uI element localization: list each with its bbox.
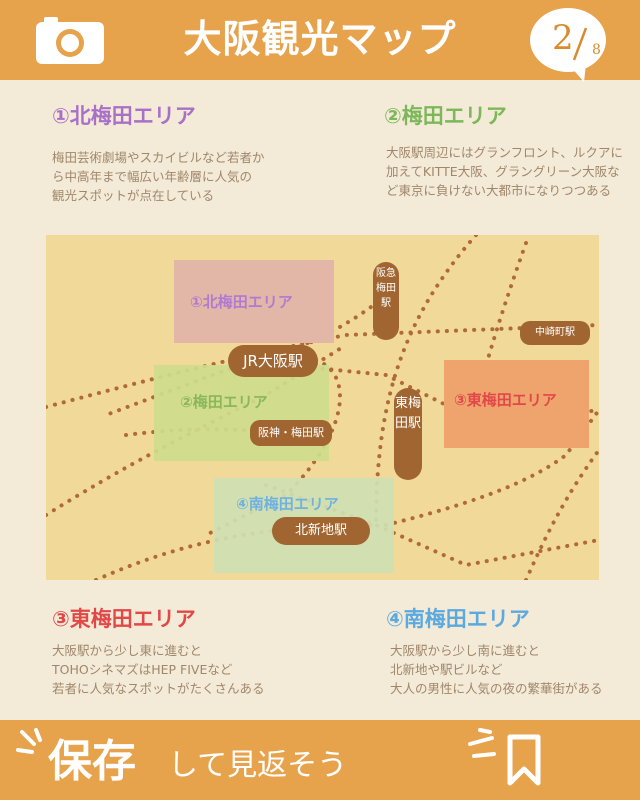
station-jr-osaka: JR大阪駅 <box>228 345 318 377</box>
page-indicator: 2 8 <box>544 18 604 62</box>
page-slash <box>572 27 588 61</box>
area-desc-minami-umeda: 大阪駅から少し南に進むと北新地や駅ビルなど大人の男性に人気の夜の繁華街がある <box>390 643 603 696</box>
zone-label-umeda: ②梅田エリア <box>180 393 268 411</box>
station-higashi-umeda: 東梅田駅 <box>394 388 422 480</box>
station-hanshin-umeda: 阪神・梅田駅 <box>250 420 332 446</box>
bookmark-icon[interactable] <box>506 734 542 786</box>
station-hankyu-umeda: 阪急梅田駅 <box>373 262 399 340</box>
station-kitashinchi: 北新地駅 <box>272 517 370 545</box>
area-map: ①北梅田エリア ②梅田エリア ③東梅田エリア ④南梅田エリア JR大阪駅 阪急梅… <box>46 235 599 580</box>
footer-bar <box>0 720 640 800</box>
page-total: 8 <box>592 42 601 58</box>
zone-umeda <box>154 365 329 461</box>
camera-icon <box>36 17 104 64</box>
area-title-kita-umeda: ①北梅田エリア <box>52 104 196 128</box>
speech-bubble-icon <box>530 8 606 82</box>
area-title-higashi-umeda: ③東梅田エリア <box>52 607 196 631</box>
page-title: 大阪観光マップ <box>183 17 457 61</box>
station-nakazakicho: 中崎町駅 <box>520 321 590 345</box>
spark-right-icon <box>468 728 496 758</box>
area-desc-kita-umeda: 梅田芸術劇場やスカイビルなど若者から中高年まで幅広い年齢層に人気の観光スポットが… <box>52 150 265 203</box>
zone-label-higashi-umeda: ③東梅田エリア <box>454 391 557 409</box>
area-title-umeda: ②梅田エリア <box>384 104 507 128</box>
page-current: 2 <box>552 18 574 58</box>
zone-kita-umeda <box>174 260 334 343</box>
save-text-bold: 保存 <box>48 736 136 787</box>
zone-higashi-umeda <box>444 360 589 448</box>
spark-left-icon <box>16 728 42 754</box>
area-title-minami-umeda: ④南梅田エリア <box>386 607 530 631</box>
save-text-rest: して見返そう <box>168 748 348 783</box>
area-desc-umeda: 大阪駅周辺にはグランフロント、ルクアに加えてKITTE大阪、グラングリーン大阪な… <box>386 145 623 198</box>
zone-label-kita-umeda: ①北梅田エリア <box>190 293 293 311</box>
zone-label-minami-umeda: ④南梅田エリア <box>236 495 339 513</box>
